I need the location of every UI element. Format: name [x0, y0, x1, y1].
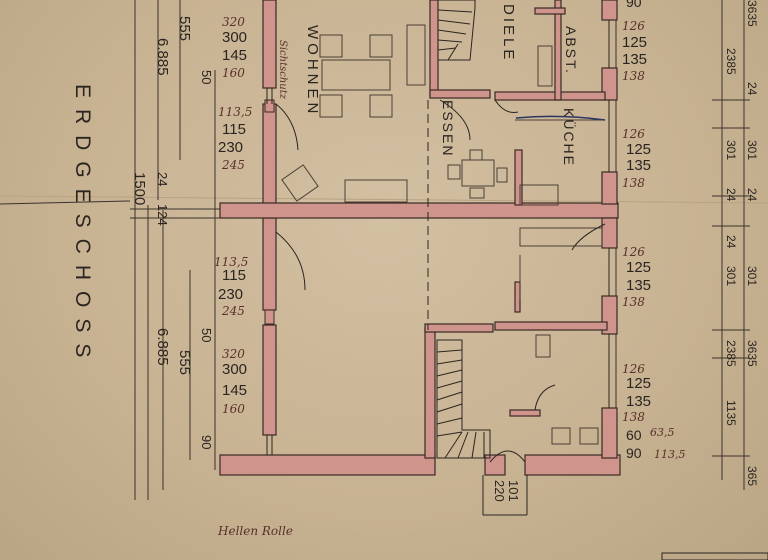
rc-b2: 3635 — [745, 340, 759, 367]
wd-top-d: 160 — [222, 66, 245, 80]
rc-t5: 301 — [745, 140, 759, 160]
door-dim-b: 220 — [492, 480, 507, 502]
label-abst: ABST. — [563, 26, 579, 75]
wd-um-b: 115 — [222, 121, 246, 138]
rc-m4: 24 — [724, 235, 738, 249]
label-diele: DIELE — [500, 4, 517, 62]
wd-bot-b: 300 — [222, 361, 247, 378]
wd-um-a: 113,5 — [218, 105, 252, 119]
rwd3-d: 138 — [622, 295, 645, 309]
rc-b3: 1135 — [724, 400, 738, 426]
right-bottom-dims: 60 63,5 90 113,5 — [626, 426, 686, 461]
wd-top-c: 145 — [222, 47, 247, 64]
rwd4-d: 138 — [622, 410, 645, 424]
staircase-top — [437, 0, 476, 61]
rc-t4: 301 — [724, 140, 738, 160]
rc-m2: 301 — [724, 266, 738, 286]
rwd2-a: 126 — [622, 127, 645, 141]
wd-lm-a: 113,5 — [214, 255, 248, 269]
rwd3-c: 135 — [626, 277, 651, 294]
door-dim-a: 101 — [506, 480, 521, 502]
dim-124: 124 — [155, 204, 170, 226]
left-dimension-lines — [0, 0, 220, 500]
label-essen: ESSEN — [440, 100, 456, 157]
right-dimension-chain: 3635 2385 24 301 301 24 24 24 301 301 23… — [724, 0, 759, 486]
dim-6885-bot: 6.885 — [154, 328, 171, 366]
left-window-dims-bottom: 320 300 145 160 — [222, 347, 247, 416]
rwd4-c: 135 — [626, 393, 651, 410]
right-window-dims-2: 126 125 135 138 — [622, 127, 651, 190]
entrance-porch — [482, 475, 528, 516]
right-window-dims-4: 126 125 135 138 — [622, 362, 651, 424]
wd-bot-d: 160 — [222, 402, 245, 416]
wd-lm-d: 245 — [221, 304, 245, 318]
rc-t2: 2385 — [724, 48, 738, 75]
dim-90: 90 — [199, 435, 214, 449]
window-markers — [264, 99, 275, 325]
rwd4-a: 126 — [622, 362, 645, 376]
left-dimensions: 555 6.885 1500 24 124 555 6.885 50 50 90 — [131, 16, 214, 449]
handwritten-note-wohnen: Sichtschutz — [277, 40, 288, 100]
rwd2-d: 138 — [622, 176, 645, 190]
walls — [219, 0, 621, 476]
left-window-dims-top: 320 300 145 160 — [222, 15, 247, 80]
paper-crease — [0, 195, 768, 204]
handwritten-signature: Hellen Rolle — [217, 524, 293, 538]
rwd3-a: 126 — [622, 245, 645, 259]
wd-top-b: 300 — [222, 29, 247, 46]
rbd-b: 90 — [626, 445, 642, 461]
wd-bot-a: 320 — [222, 347, 245, 361]
rc-top: 3635 — [745, 0, 759, 27]
left-window-dims-upper: 113,5 115 230 245 — [218, 105, 252, 172]
window-lines — [266, 20, 610, 455]
rc-b4: 365 — [745, 466, 759, 486]
furniture — [281, 24, 605, 445]
dim-6885-top: 6.885 — [154, 38, 171, 76]
label-kueche: KÜCHE — [561, 108, 578, 167]
rc-m3: 301 — [745, 266, 759, 286]
label-wohnen: WOHNEN — [304, 25, 321, 117]
right-window-dims-1: 126 125 135 138 — [622, 19, 647, 83]
wd-bot-c: 145 — [222, 382, 247, 399]
right-window-dims-3: 126 125 135 138 — [622, 245, 651, 309]
rwd4-b: 125 — [626, 375, 651, 392]
rwd1-c: 135 — [622, 51, 647, 68]
dim-555-top: 555 — [176, 16, 193, 41]
rc-t3: 24 — [745, 82, 759, 96]
dim-555-bot: 555 — [176, 350, 193, 375]
rwd1-d: 138 — [622, 69, 645, 83]
wd-um-c: 230 — [218, 139, 243, 156]
wd-top-a: 320 — [222, 15, 245, 29]
floor-title: ERDGESCHOSS — [71, 84, 94, 368]
dim-24: 24 — [155, 172, 170, 186]
wd-um-d: 245 — [221, 158, 245, 172]
dim-50-bot: 50 — [199, 328, 214, 342]
rbd-b2: 113,5 — [654, 448, 686, 461]
rc-m1: 24 — [745, 188, 759, 202]
rwd2-c: 135 — [626, 157, 651, 174]
rbd-a2: 63,5 — [650, 426, 675, 439]
sheet-corner-tab — [661, 552, 768, 560]
left-window-dims-lower: 113,5 115 230 245 — [214, 255, 248, 318]
rc-b1: 2385 — [724, 340, 738, 367]
staircase-bottom — [436, 339, 491, 459]
door-swings — [275, 99, 606, 463]
top-right-dim: 90 — [626, 0, 642, 10]
rwd1-b: 125 — [622, 34, 647, 51]
wd-lm-b: 115 — [222, 267, 246, 284]
dim-1500: 1500 — [131, 172, 148, 205]
wd-lm-c: 230 — [218, 286, 243, 303]
dim-50-top: 50 — [199, 70, 214, 84]
rwd3-b: 125 — [626, 259, 651, 276]
rbd-a: 60 — [626, 427, 642, 443]
rwd1-a: 126 — [622, 19, 645, 33]
pencil-correction — [515, 115, 606, 121]
rc-t6: 24 — [724, 188, 738, 202]
rwd2-b: 125 — [626, 141, 651, 158]
